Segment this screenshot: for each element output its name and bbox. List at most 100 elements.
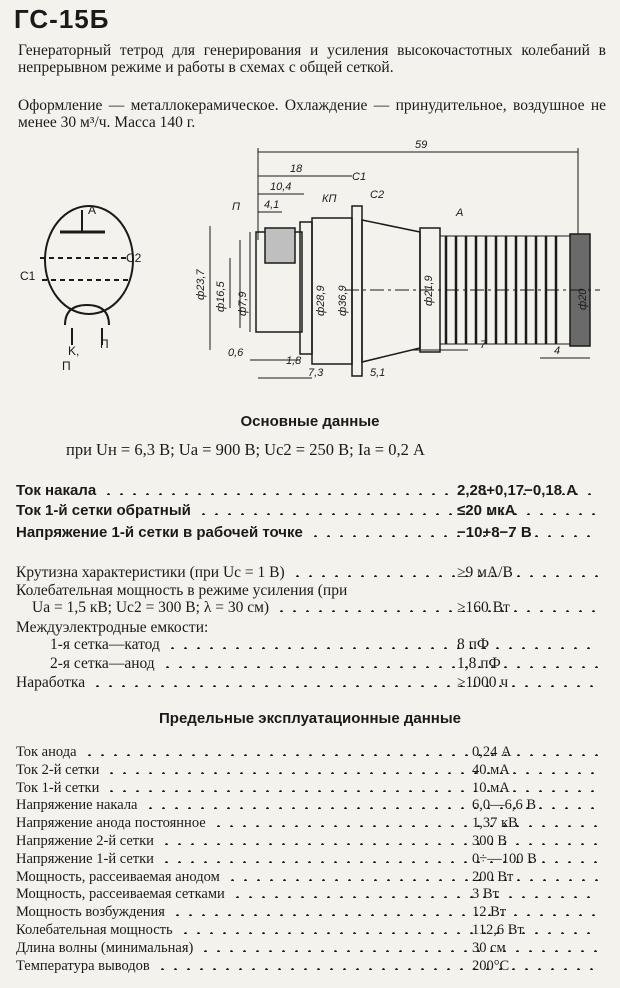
schematic-symbol <box>40 205 135 345</box>
limit-row: Колебательная мощность 112,6 Вт <box>16 922 606 938</box>
cooling-fins <box>444 236 558 344</box>
limit-row: Напряжение накала 6,0—6,6 В <box>16 797 606 813</box>
limit-label: Напряжение накала <box>16 797 138 813</box>
spec-label: 2-я сетка—анод <box>50 655 155 672</box>
spec-row: Крутизна характеристики (при Uс = 1 В) ≥… <box>16 564 606 581</box>
dim-1-8: 1,8 <box>286 355 302 367</box>
dim-7: 7 <box>480 339 487 351</box>
spec-label: 1-я сетка—катод <box>50 636 160 653</box>
spec-label: Ток 1-й сетки обратный <box>16 502 191 519</box>
dim-d23-7: ф23,7 <box>195 269 207 300</box>
limit-value: 112,6 Вт <box>472 922 524 938</box>
spec-value: 8 пФ <box>457 636 490 653</box>
limit-label: Ток анода <box>16 744 77 760</box>
limit-row: Мощность возбуждения 12 Вт <box>16 904 606 920</box>
dim-label-c1: C1 <box>352 171 366 183</box>
limit-value: 3 Вт <box>472 886 499 902</box>
limit-row: Ток анода 0,24 А <box>16 744 606 760</box>
section-limits-heading: Предельные эксплуатационные данные <box>159 710 461 727</box>
limit-value: 0,24 А <box>472 744 512 760</box>
spec-row: Ток 1-й сетки обратный ≤20 мкА <box>16 502 606 519</box>
limit-label: Мощность, рассеиваемая анодом <box>16 869 220 885</box>
limit-row: Напряжение анода постоянное 1,37 кВ <box>16 815 606 831</box>
spec-row: Ток накала 2,28+0,17−0,18 А <box>16 482 606 499</box>
limit-label: Напряжение анода постоянное <box>16 815 206 831</box>
limit-label: Длина волны (минимальная) <box>16 940 194 956</box>
dim-0-6: 0,6 <box>228 347 244 359</box>
description-purpose: Генераторный тетрод для генерирования и … <box>18 42 606 76</box>
spec-value: 2,28+0,17−0,18 А <box>457 482 578 499</box>
spec-value: −10+8−7 В <box>457 524 532 541</box>
limit-row: Напряжение 1-й сетки 0÷—100 В <box>16 851 606 867</box>
page-title: ГС-15Б <box>14 4 110 34</box>
dimension-lines <box>209 148 590 379</box>
spec-value: ≥160 Вт <box>457 599 510 616</box>
limit-row: Длина волны (минимальная) 30 см <box>16 940 606 956</box>
limit-row: Температура выводов 200°С <box>16 958 606 974</box>
limit-value: 0÷—100 В <box>472 851 537 867</box>
dim-4: 4 <box>554 345 560 357</box>
limit-row: Напряжение 2-й сетки 300 В <box>16 833 606 849</box>
tube-drawing: A C1 C2 K, П П <box>20 140 600 379</box>
spec-label: Наработка <box>16 674 86 691</box>
dim-10-4: 10,4 <box>270 181 291 193</box>
dim-label-c2: C2 <box>370 189 384 201</box>
spec-value: 1,8 пФ <box>457 655 501 672</box>
dim-label-p: П <box>232 201 240 213</box>
limit-row: Мощность, рассеиваемая анодом 200 Вт <box>16 869 606 885</box>
dim-5-1: 5,1 <box>370 367 385 379</box>
dim-d7-9: ф7,9 <box>237 292 249 316</box>
spec-value: ≥9 мА/В <box>457 564 513 581</box>
dim-label-a: A <box>455 207 463 219</box>
spec-label: Колебательная мощность в режиме усиления… <box>16 582 348 599</box>
limit-label: Мощность, рассеиваемая сетками <box>16 886 225 902</box>
spec-label: Ток накала <box>16 482 97 499</box>
limit-value: 1,37 кВ <box>472 815 518 831</box>
dim-d21-9: ф21,9 <box>423 275 435 306</box>
section-main-heading: Основные данные <box>240 413 380 430</box>
spec-group-label: Междуэлектродные емкости: <box>16 619 209 636</box>
limit-value: 200 Вт <box>472 869 514 885</box>
spec-label-continued: Uа = 1,5 кВ; Uс2 = 300 В; λ = 30 см) <box>32 599 270 616</box>
dim-7-3: 7,3 <box>308 367 324 379</box>
dim-d28-9: ф28,9 <box>315 285 327 316</box>
limit-value: 12 Вт <box>472 904 507 920</box>
spec-value: ≥1000 ч <box>457 674 509 691</box>
spec-row: Наработка ≥1000 ч <box>16 674 606 691</box>
limit-row: Мощность, рассеиваемая сетками 3 Вт <box>16 886 606 902</box>
limit-value: 300 В <box>472 833 508 849</box>
dim-label-kp: КП <box>322 193 336 205</box>
limit-value: 40 мА <box>472 762 510 778</box>
dim-59: 59 <box>415 140 427 151</box>
limit-label: Напряжение 1-й сетки <box>16 851 154 867</box>
schematic-label-grid1: C1 <box>20 269 36 283</box>
schematic-label-heater-2: П <box>62 359 71 373</box>
limit-label: Температура выводов <box>16 958 150 974</box>
description-construction: Оформление — металлокерамическое. Охлажд… <box>18 97 606 131</box>
limit-row: Ток 2-й сетки 40 мА <box>16 762 606 778</box>
schematic-label-cathode: K, <box>68 344 79 358</box>
dim-d20: ф20 <box>577 288 589 310</box>
limit-label: Ток 2-й сетки <box>16 762 100 778</box>
limit-label: Напряжение 2-й сетки <box>16 833 154 849</box>
schematic-label-anode: A <box>88 203 96 217</box>
spec-row: Uа = 1,5 кВ; Uс2 = 300 В; λ = 30 см) ≥16… <box>16 599 606 616</box>
spec-label: Крутизна характеристики (при Uс = 1 В) <box>16 564 285 581</box>
spec-row: 1-я сетка—катод 8 пФ <box>16 636 606 653</box>
limit-value: 10 мА <box>472 780 510 796</box>
schematic-label-heater-1: П <box>100 337 109 351</box>
limit-value: 200°С <box>472 958 510 974</box>
spec-value: ≤20 мкА <box>457 502 516 519</box>
limit-value: 6,0—6,6 В <box>472 797 537 813</box>
limit-label: Мощность возбуждения <box>16 904 165 920</box>
limit-label: Колебательная мощность <box>16 922 173 938</box>
spec-row: 2-я сетка—анод 1,8 пФ <box>16 655 606 672</box>
dim-18: 18 <box>290 163 303 175</box>
dim-d36-9: ф36,9 <box>337 285 349 316</box>
schematic-label-grid2: C2 <box>126 251 142 265</box>
spec-row: Напряжение 1-й сетки в рабочей точке −10… <box>16 524 606 541</box>
limit-value: 30 см <box>472 940 506 956</box>
limit-label: Ток 1-й сетки <box>16 780 100 796</box>
spec-label: Напряжение 1-й сетки в рабочей точке <box>16 524 303 541</box>
limit-row: Ток 1-й сетки 10 мА <box>16 780 606 796</box>
